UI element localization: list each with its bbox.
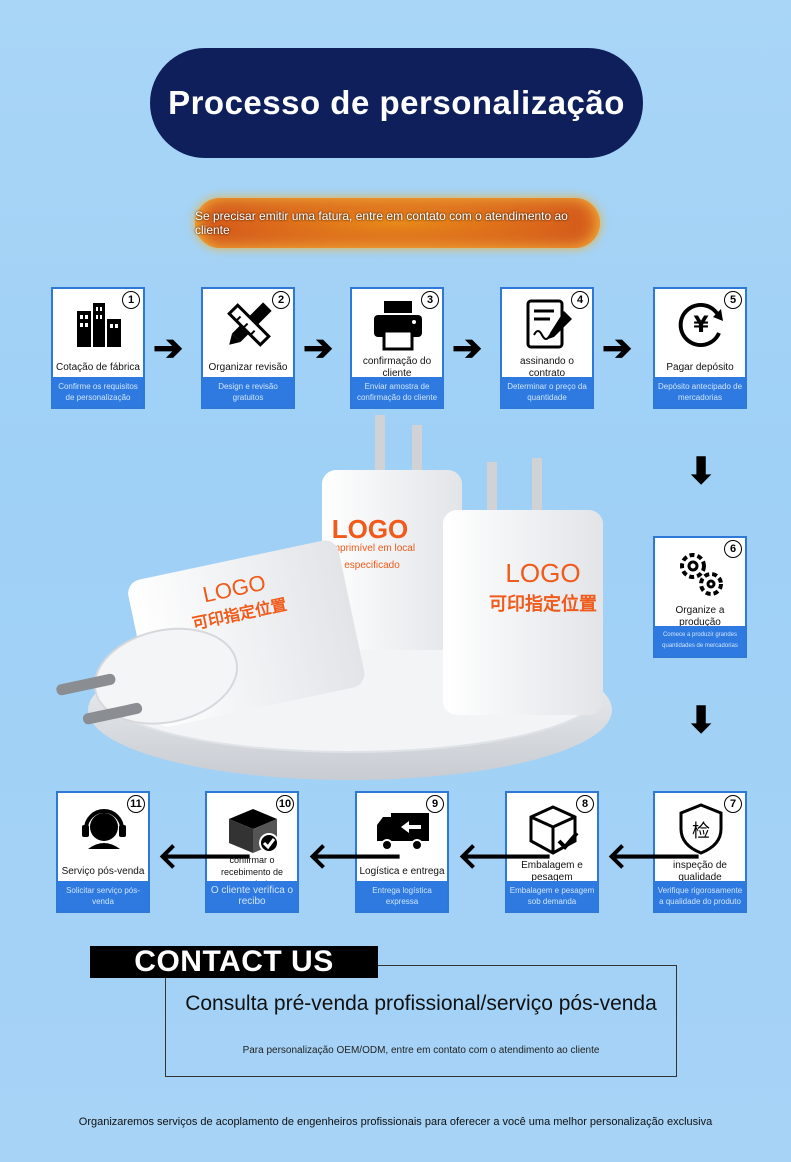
step-desc: Solicitar serviço pós-venda [58, 881, 148, 911]
step-desc: Determinar o preço da quantidade [502, 377, 592, 407]
step-label: Embalagem e pesagem [521, 860, 583, 883]
step-number: 10 [276, 795, 294, 813]
step-number: 2 [272, 291, 290, 309]
step-label: Pagar depósito [666, 362, 734, 373]
invoice-notice: Se precisar emitir uma fatura, entre em … [195, 198, 600, 248]
step-card-3: 3 confirmação do cliente Enviar amostra … [350, 287, 444, 409]
step-desc: Embalagem e pesagem sob demanda [507, 881, 597, 911]
step-label: assinando o contrato [520, 356, 574, 379]
step-label: inspeção de qualidade [673, 860, 727, 883]
arrow-left-icon: 🡐 [157, 835, 254, 876]
charger-product-image: LOGO Imprimível em local especificado LO… [56, 415, 612, 780]
step-number: 4 [571, 291, 589, 309]
step-label: confirmação do cliente [362, 356, 432, 379]
step-number: 11 [127, 795, 145, 813]
arrow-left-icon: 🡐 [606, 835, 703, 876]
step-desc: Depósito antecipado de mercadorias [655, 377, 745, 407]
mid-logo: LOGO [332, 514, 409, 544]
step-card-8: 8 Embalagem e pesagem Embalagem e pesage… [505, 791, 599, 913]
step-desc: Comece a produzir grandes quantidades de… [655, 626, 745, 656]
step-number: 8 [576, 795, 594, 813]
mid-print-text: Imprimível em local especificado [328, 543, 416, 571]
package-check-icon [229, 809, 279, 853]
arrow-left-icon: 🡐 [457, 835, 554, 876]
step-label: Serviço pós-venda [61, 866, 145, 877]
arrow-right-icon: ➔ [153, 327, 184, 368]
step-desc: Design e revisão gratuitos [203, 377, 293, 407]
truck-icon [377, 813, 429, 851]
footer-text: Organizaremos serviços de acoplamento de… [78, 1116, 713, 1128]
step-card-1: 1 Cotação de fábrica Confirme os requisi… [51, 287, 145, 409]
printer-icon [374, 301, 422, 351]
step-card-11: 11 Serviço pós-venda Solicitar serviço p… [56, 791, 150, 913]
contract-icon [526, 299, 572, 349]
step-number: 7 [724, 795, 742, 813]
step-desc: Entrega logística expressa [357, 881, 447, 911]
step-desc: O cliente verifica o recibo [207, 881, 297, 911]
shield-check-icon: 检 [679, 803, 723, 855]
arrow-down-icon: ⬇ [686, 450, 717, 491]
step-card-5: 5 ¥ Pagar depósito Depósito antecipado d… [653, 287, 747, 409]
step-number: 6 [724, 540, 742, 558]
step-number: 5 [724, 291, 742, 309]
page-title: Processo de personalização [150, 48, 643, 158]
contact-box [165, 965, 677, 1077]
step-label: Cotação de fábrica [56, 362, 140, 373]
step-number: 3 [421, 291, 439, 309]
step-desc: Confirme os requisitos de personalização [53, 377, 143, 407]
step-card-4: 4 assinando o contrato Determinar o preç… [500, 287, 594, 409]
arrow-down-icon: ⬇ [686, 699, 717, 740]
factory-icon [77, 303, 121, 347]
step-card-7: 7 检 inspeção de qualidade Verifique rigo… [653, 791, 747, 913]
step-card-10: 10 confirmar o recebimento de mercadoria… [205, 791, 299, 913]
invoice-notice-text: Se precisar emitir uma fatura, entre em … [195, 209, 568, 237]
right-cn-text: 可印指定位置 [489, 593, 597, 615]
contact-heading: CONTACT US [90, 945, 378, 978]
right-logo: LOGO [505, 558, 580, 588]
step-desc: Enviar amostra de confirmação do cliente [352, 377, 442, 407]
step-label: Organize a produção [675, 605, 725, 628]
headset-icon [82, 809, 126, 849]
step-number: 9 [426, 795, 444, 813]
yuan-refresh-icon: ¥ [678, 303, 723, 347]
step-desc: Verifique rigorosamente a qualidade do p… [655, 881, 745, 911]
contact-main-text: Consulta pré-venda profissional/serviço … [185, 992, 657, 1015]
arrow-right-icon: ➔ [303, 327, 334, 368]
arrow-left-icon: 🡐 [307, 835, 404, 876]
box-icon [529, 805, 579, 855]
step-card-9: 9 Logística e entrega Entrega logística … [355, 791, 449, 913]
svg-text:检: 检 [692, 821, 710, 842]
svg-text:¥: ¥ [693, 313, 709, 338]
contact-sub-text: Para personalização OEM/ODM, entre em co… [242, 1045, 600, 1056]
step-label: Organizar revisão [208, 362, 288, 373]
step-card-2: 2 Organizar revisão Design e revisão gra… [201, 287, 295, 409]
step-number: 1 [122, 291, 140, 309]
arrow-right-icon: ➔ [452, 327, 483, 368]
pencil-ruler-icon [227, 302, 272, 347]
step-card-6: 6 Organize a produção Comece a produzir … [653, 536, 747, 658]
arrow-right-icon: ➔ [602, 327, 633, 368]
gears-icon [680, 553, 723, 596]
step-label: Logística e entrega [359, 866, 445, 877]
